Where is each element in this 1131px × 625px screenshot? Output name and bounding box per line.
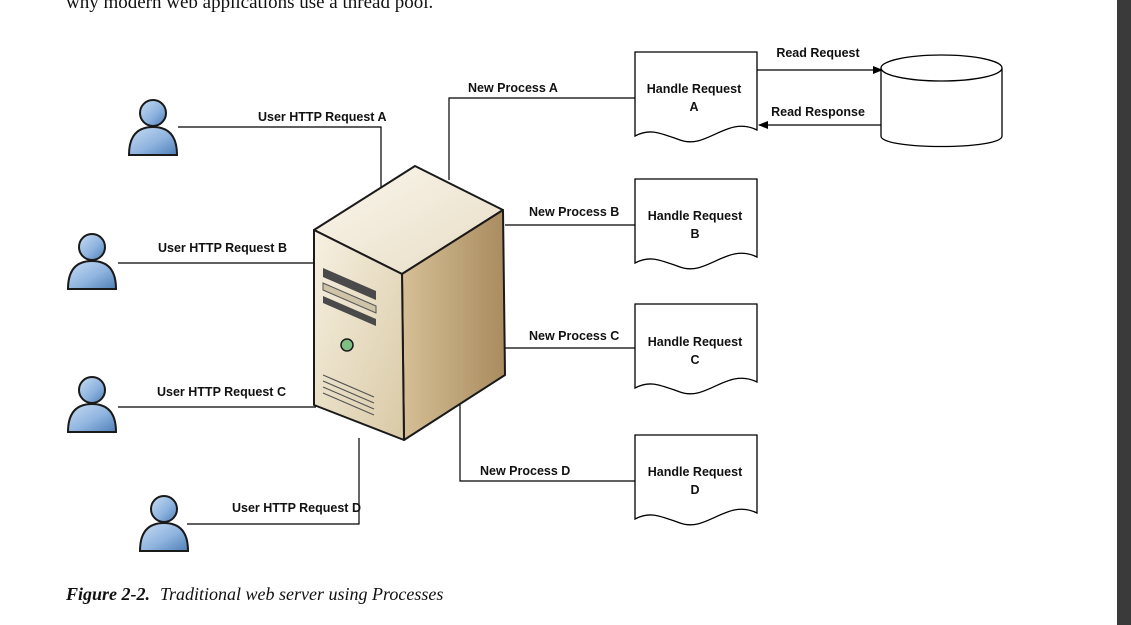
user-icon-d [139,495,189,552]
handler-id-d: D [690,483,699,497]
user-icon-a [128,99,178,156]
handler-id-a: A [689,100,698,114]
handler-doc-c [634,303,758,395]
connector-process-a [448,97,635,180]
handler-doc-d [634,434,758,526]
user-label-a: User HTTP Request A [258,110,387,124]
server-icon [313,165,506,441]
handler-doc-b [634,178,758,270]
handler-doc-a [634,51,758,143]
connector-user-d [187,438,360,525]
handler-id-c: C [690,353,699,367]
read-response-label: Read Response [771,105,865,119]
scrollbar[interactable] [1117,0,1131,625]
handler-title-b: Handle Request [648,209,743,223]
handler-title-d: Handle Request [648,465,743,479]
figure-number: Figure 2-2. [66,584,151,604]
figure-caption-text: Traditional web server using Processes [160,584,444,604]
user-icon-b [67,233,117,290]
user-label-c: User HTTP Request C [157,385,286,399]
process-label-a: New Process A [468,81,558,95]
user-label-b: User HTTP Request B [158,241,287,255]
intro-text: why modern web applications use a thread… [66,0,434,13]
handler-id-b: B [690,227,699,241]
user-label-d: User HTTP Request D [232,501,361,515]
user-icon-c [67,376,117,433]
connector-process-d [459,405,635,482]
connector-user-a [178,126,382,194]
handler-title-a: Handle Request [647,82,742,96]
database-icon [880,54,1003,148]
process-label-b: New Process B [529,205,619,219]
handler-title-c: Handle Request [648,335,743,349]
process-label-d: New Process D [480,464,570,478]
process-label-c: New Process C [529,329,619,343]
read-request-label: Read Request [776,46,860,60]
figure-caption: Figure 2-2. Traditional web server using … [66,584,443,605]
